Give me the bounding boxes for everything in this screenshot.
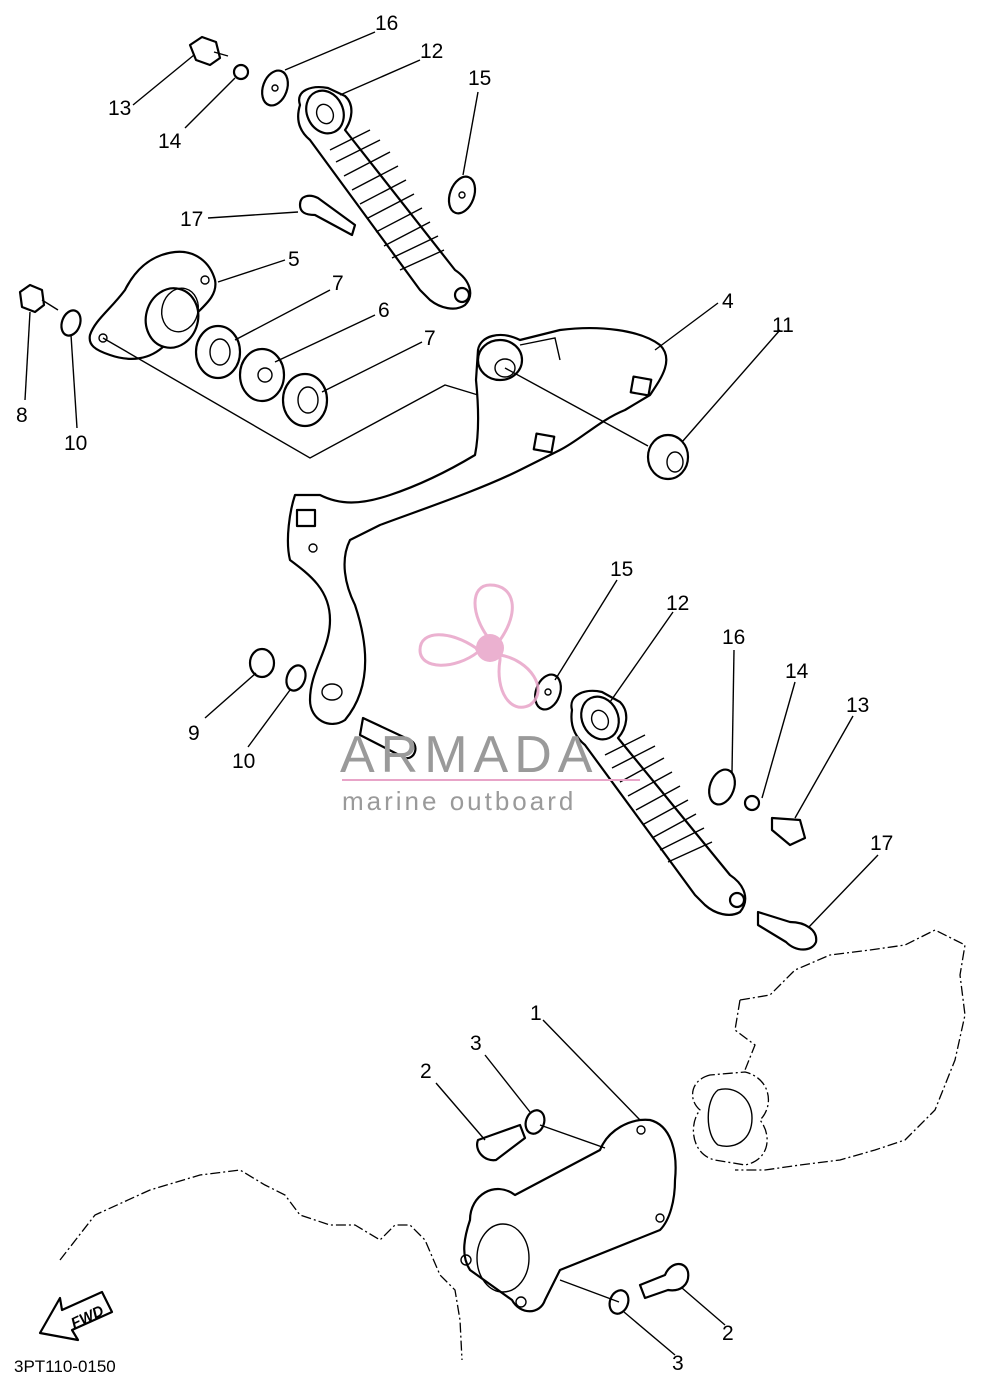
rear-shock-absorber-upper (297, 86, 472, 310)
callout-12-upper: 12 (420, 40, 443, 63)
callout-10-upper: 10 (64, 432, 87, 455)
watermark: ARMADA marine outboard (340, 583, 640, 816)
callout-7-second: 7 (424, 327, 436, 350)
callout-10-lower: 10 (232, 750, 255, 773)
callout-7-first: 7 (332, 272, 344, 295)
callout-2-upper: 2 (420, 1060, 432, 1083)
forward-direction-arrow: FWD (38, 1290, 114, 1342)
propeller-logo-icon (418, 583, 540, 709)
callout-17-lower: 17 (870, 832, 893, 855)
callout-leaders (24, 31, 879, 1356)
callout-11: 11 (772, 314, 794, 337)
callout-1: 1 (530, 1002, 542, 1025)
callout-2-lower: 2 (722, 1322, 734, 1345)
watermark-tagline: marine outboard (342, 786, 576, 816)
pipe-and-fasteners (460, 1109, 690, 1315)
callout-5: 5 (288, 248, 300, 271)
drawing-code: 3PT110-0150 (14, 1357, 116, 1376)
callout-13-upper: 13 (108, 97, 131, 120)
callout-3-lower: 3 (672, 1352, 684, 1375)
callout-15-lower: 15 (610, 558, 633, 581)
watermark-brand: ARMADA (340, 726, 598, 784)
bracket-and-bearings (88, 250, 329, 428)
callout-6: 6 (378, 299, 390, 322)
callout-4: 4 (722, 290, 734, 313)
callout-labels: 16 12 13 14 15 17 5 7 6 7 8 10 4 11 15 1… (16, 12, 893, 1375)
engine-case-outline (59, 929, 966, 1361)
callout-15-upper: 15 (468, 67, 491, 90)
callout-3-upper: 3 (470, 1032, 482, 1055)
callout-14-lower: 14 (785, 660, 809, 683)
callout-12-lower: 12 (666, 592, 689, 615)
small-hardware (18, 35, 818, 951)
assembly-lines (102, 337, 649, 1303)
rear-arm (286, 327, 668, 726)
callout-13-lower: 13 (846, 694, 869, 717)
callout-17-upper: 17 (180, 208, 203, 231)
callout-14-upper: 14 (158, 130, 182, 153)
callout-9: 9 (188, 722, 200, 745)
callout-8: 8 (16, 404, 28, 427)
rear-shock-absorber-lower (570, 689, 747, 916)
callout-16-lower: 16 (722, 626, 745, 649)
callout-16-upper: 16 (375, 12, 398, 35)
